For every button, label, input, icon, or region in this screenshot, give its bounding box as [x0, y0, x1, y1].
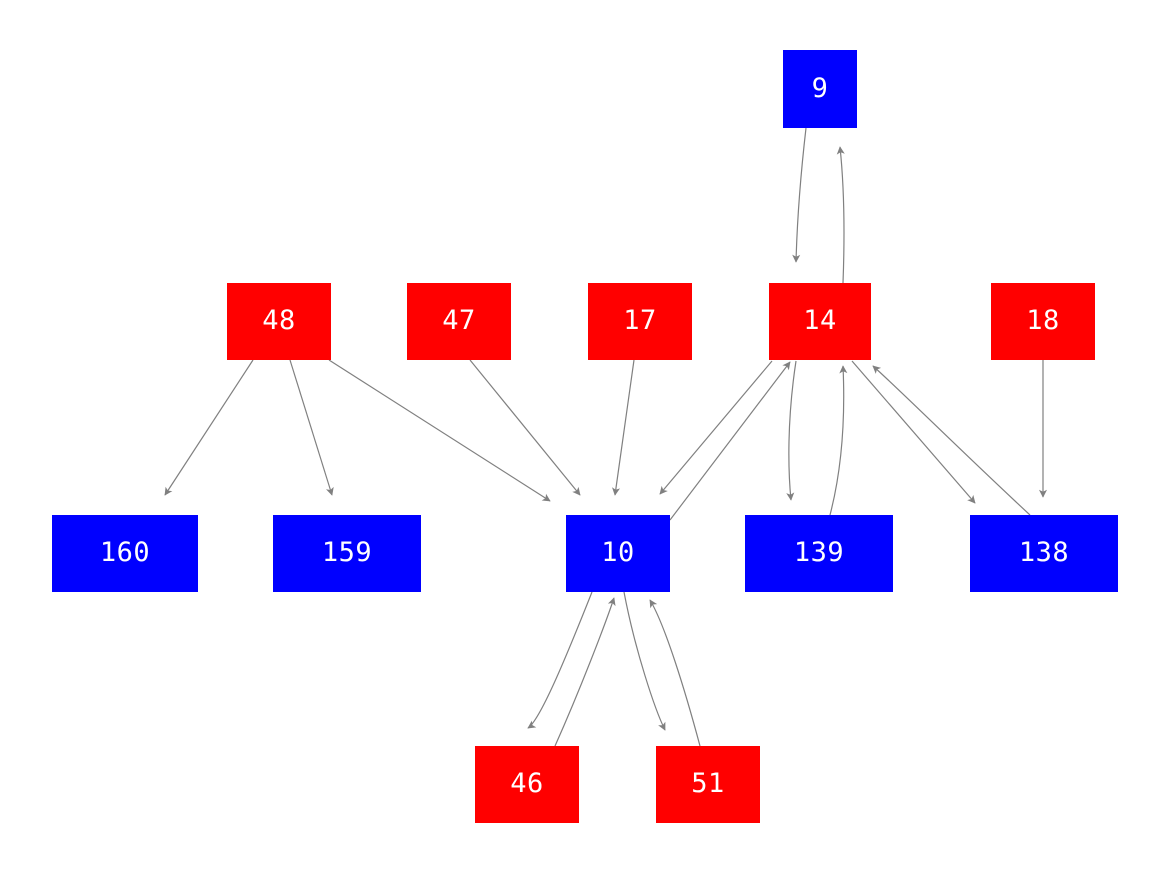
graph-node-label: 17: [623, 305, 657, 336]
graph-edge: [164, 359, 254, 496]
graph-node-10[interactable]: 10: [566, 515, 670, 592]
graph-edge: [792, 127, 807, 263]
graph-node-46[interactable]: 46: [475, 746, 579, 823]
graph-edge: [554, 597, 616, 747]
graph-edge: [851, 360, 976, 504]
graph-edge: [469, 359, 581, 496]
edges-group: [164, 127, 1048, 747]
graph-node-label: 9: [811, 72, 829, 104]
graph-node-label: 46: [510, 768, 544, 799]
graph-node-14[interactable]: 14: [769, 283, 871, 360]
graph-edge: [836, 146, 845, 284]
graph-node-label: 138: [1018, 537, 1070, 568]
graph-node-label: 10: [601, 537, 635, 568]
graph-node-138[interactable]: 138: [970, 515, 1118, 592]
graph-node-label: 47: [442, 305, 476, 336]
graph-node-label: 14: [803, 305, 837, 336]
graph-node-label: 51: [691, 768, 725, 799]
graph-node-159[interactable]: 159: [273, 515, 421, 592]
graph-node-label: 159: [321, 537, 373, 568]
graph-edge: [623, 591, 666, 731]
graph-edge: [527, 591, 593, 729]
graph-node-9[interactable]: 9: [783, 50, 857, 128]
graph-node-160[interactable]: 160: [52, 515, 198, 592]
graph-node-48[interactable]: 48: [227, 283, 331, 360]
graph-edge: [786, 360, 797, 501]
graph-edge: [289, 359, 334, 496]
graph-node-139[interactable]: 139: [745, 515, 893, 592]
graph-node-51[interactable]: 51: [656, 746, 760, 823]
graph-edge: [328, 359, 551, 502]
graph-node-17[interactable]: 17: [588, 283, 692, 360]
graph-edge: [872, 365, 1031, 516]
graph-edge: [659, 360, 773, 495]
graph-node-47[interactable]: 47: [407, 283, 511, 360]
graph-edge: [829, 365, 848, 516]
graph-node-label: 18: [1026, 305, 1060, 336]
graph-node-label: 139: [793, 537, 845, 568]
graph-edge: [669, 361, 791, 521]
graph-node-label: 48: [262, 305, 296, 336]
graph-edge: [612, 359, 635, 496]
graph-node-label: 160: [99, 537, 151, 568]
graph-node-18[interactable]: 18: [991, 283, 1095, 360]
graph-edge: [649, 599, 701, 747]
